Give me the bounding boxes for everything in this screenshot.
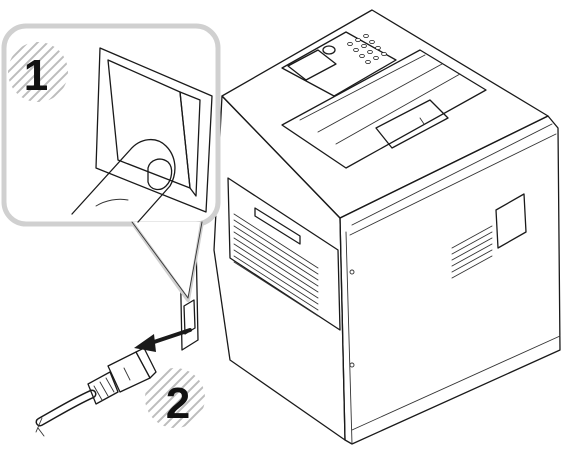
printer-left-face (214, 96, 345, 440)
control-panel (282, 32, 396, 96)
printer-right-face (340, 116, 560, 444)
step-2-number: 2 (166, 379, 190, 428)
side-vents (452, 226, 492, 278)
power-cord-plug (36, 348, 156, 436)
rear-handle (255, 208, 300, 244)
keypad (348, 34, 387, 63)
printer-top-surface (222, 10, 548, 218)
paper-stopper (376, 100, 448, 148)
step-1-number: 1 (24, 51, 48, 100)
side-label-plate (496, 194, 526, 248)
step-2-badge: 2 (140, 340, 235, 435)
plug-body (108, 352, 150, 392)
printer (180, 10, 560, 444)
